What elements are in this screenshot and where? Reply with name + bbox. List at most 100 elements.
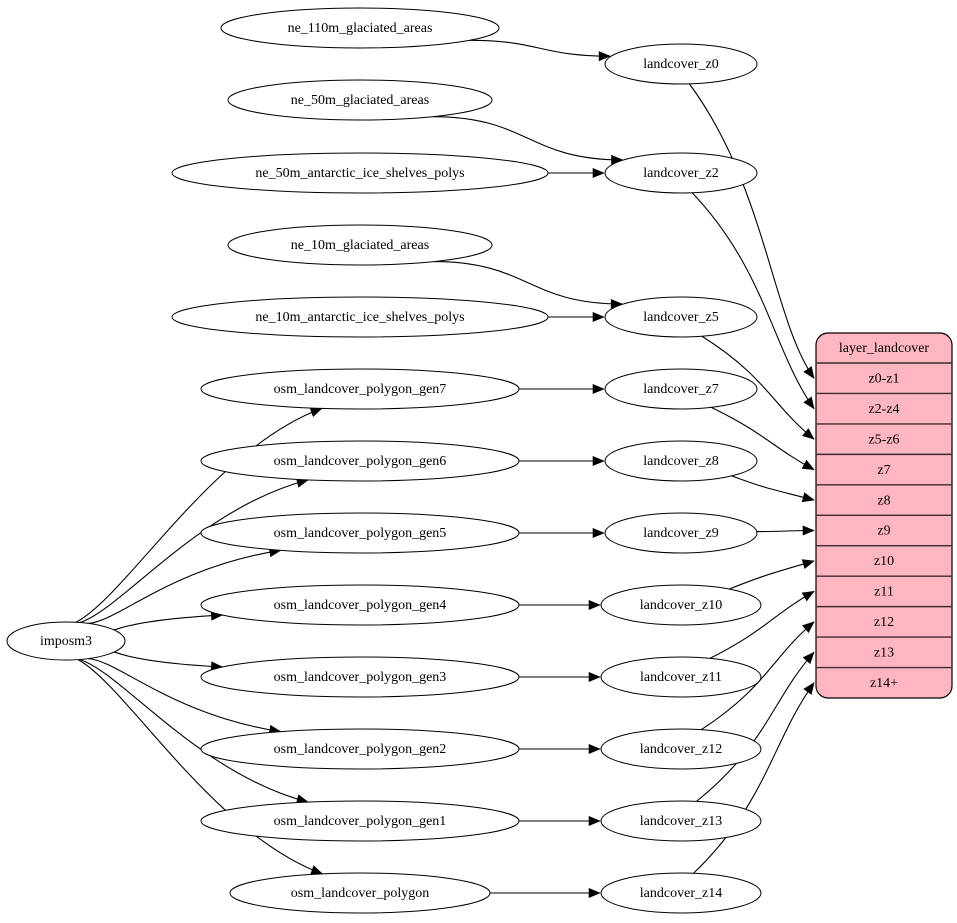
node-osm-landcover-polygon-gen1[interactable]: osm_landcover_polygon_gen1 xyxy=(200,800,520,842)
node-ne-110m-glaciated-areas[interactable]: ne_110m_glaciated_areas xyxy=(220,7,500,49)
node-landcover-z2[interactable]: landcover_z2 xyxy=(604,152,758,194)
node-shape-ellipse xyxy=(229,872,491,914)
edge-path xyxy=(75,407,323,623)
node-shape-ellipse xyxy=(200,800,520,842)
arrow-head xyxy=(802,525,815,536)
node-osm-landcover-polygon-gen5[interactable]: osm_landcover_polygon_gen5 xyxy=(200,512,520,554)
node-shape-ellipse xyxy=(227,224,493,266)
edge-path xyxy=(728,560,815,590)
arrow-head xyxy=(803,396,815,410)
arrow-head xyxy=(598,51,611,62)
edge-landcover-z8-to-row-z8 xyxy=(731,475,815,503)
arrow-head xyxy=(592,383,605,395)
edge-path xyxy=(731,475,815,501)
node-shape-ellipse xyxy=(200,368,520,410)
node-shape-ellipse xyxy=(220,7,500,49)
edge-ne-110m-glaciated-areas-to-landcover-z0 xyxy=(469,39,611,62)
node-landcover-z0[interactable]: landcover_z0 xyxy=(604,43,758,85)
node-shape-ellipse xyxy=(600,872,762,914)
edge-path xyxy=(711,406,815,471)
arrow-head xyxy=(801,492,815,503)
edge-path xyxy=(77,659,323,875)
arrow-head xyxy=(802,651,815,665)
node-landcover-z8[interactable]: landcover_z8 xyxy=(604,440,758,482)
arrow-head xyxy=(592,311,605,323)
node-ne-50m-antarctic-ice-shelves-polys[interactable]: ne_50m_antarctic_ice_shelves_polys xyxy=(171,152,549,194)
edge-landcover-z14-to-row-z14 xyxy=(693,682,815,874)
node-landcover-z14[interactable]: landcover_z14 xyxy=(600,872,762,914)
node-osm-landcover-polygon-gen4[interactable]: osm_landcover_polygon_gen4 xyxy=(200,584,520,626)
node-shape-ellipse xyxy=(171,296,549,338)
edge-osm-landcover-polygon-gen6-to-landcover-z8 xyxy=(519,455,605,467)
node-shape-ellipse xyxy=(604,368,758,410)
node-ne-10m-glaciated-areas[interactable]: ne_10m_glaciated_areas xyxy=(227,224,493,266)
edge-osm-landcover-polygon-to-landcover-z14 xyxy=(489,887,601,899)
edge-path xyxy=(700,621,815,731)
edge-landcover-z0-to-row-z0-z1 xyxy=(688,83,815,379)
edge-path xyxy=(79,658,309,803)
node-shape-ellipse xyxy=(600,728,762,770)
node-shape-ellipse xyxy=(600,656,762,698)
arrow-head xyxy=(802,428,815,440)
edge-path xyxy=(433,116,623,161)
arrow-head xyxy=(309,407,323,418)
node-osm-landcover-polygon-gen6[interactable]: osm_landcover_polygon_gen6 xyxy=(200,440,520,482)
edge-landcover-z7-to-row-z7 xyxy=(711,406,815,471)
node-imposm3[interactable]: imposm3 xyxy=(6,621,126,661)
edge-landcover-z5-to-row-z5-z6 xyxy=(701,335,815,440)
arrow-head xyxy=(801,591,815,602)
node-ne-10m-antarctic-ice-shelves-polys[interactable]: ne_10m_antarctic_ice_shelves_polys xyxy=(171,296,549,338)
arrow-head xyxy=(592,167,605,179)
node-landcover-z10[interactable]: landcover_z10 xyxy=(600,584,762,626)
node-shape-ellipse xyxy=(604,440,758,482)
node-shape-ellipse xyxy=(200,440,520,482)
edge-imposm3-to-osm-landcover-polygon-gen4 xyxy=(110,610,224,631)
node-landcover-z5[interactable]: landcover_z5 xyxy=(604,296,758,338)
edge-path xyxy=(688,83,815,379)
arrow-head xyxy=(803,682,815,695)
node-shape-ellipse xyxy=(200,728,520,770)
edge-landcover-z10-to-row-z10 xyxy=(728,559,815,590)
edge-path xyxy=(469,39,611,57)
edge-path xyxy=(696,651,815,802)
edge-path xyxy=(110,614,223,631)
node-landcover-z7[interactable]: landcover_z7 xyxy=(604,368,758,410)
edge-osm-landcover-polygon-gen3-to-landcover-z11 xyxy=(519,671,601,683)
node-osm-landcover-polygon[interactable]: osm_landcover_polygon xyxy=(229,872,491,914)
edge-osm-landcover-polygon-gen2-to-landcover-z12 xyxy=(518,743,601,755)
node-shape-ellipse xyxy=(604,43,758,85)
arrow-head xyxy=(592,455,605,467)
edge-osm-landcover-polygon-gen5-to-landcover-z9 xyxy=(519,527,605,539)
arrow-head xyxy=(588,671,601,683)
node-shape-ellipse xyxy=(200,584,520,626)
node-landcover-z13[interactable]: landcover_z13 xyxy=(600,800,762,842)
node-landcover-z12[interactable]: landcover_z12 xyxy=(600,728,762,770)
record-table-layer-landcover[interactable]: layer_landcoverz0-z1z2-z4z5-z6z7z8z9z10z… xyxy=(815,332,953,699)
edge-ne-50m-antarctic-ice-shelves-polys-to-landcover-z2 xyxy=(548,167,605,179)
node-osm-landcover-polygon-gen7[interactable]: osm_landcover_polygon_gen7 xyxy=(200,368,520,410)
edge-ne-10m-antarctic-ice-shelves-polys-to-landcover-z5 xyxy=(548,311,605,323)
arrow-head xyxy=(310,865,324,875)
edge-landcover-z12-to-row-z12 xyxy=(700,621,815,731)
node-shape-ellipse xyxy=(200,656,520,698)
arrow-head xyxy=(801,459,815,470)
node-shape-ellipse xyxy=(600,800,762,842)
node-osm-landcover-polygon-gen3[interactable]: osm_landcover_polygon_gen3 xyxy=(200,656,520,698)
edge-path xyxy=(701,335,815,440)
arrow-head xyxy=(588,815,601,827)
node-shape-ellipse xyxy=(604,512,758,554)
arrow-head xyxy=(588,887,601,899)
edge-path xyxy=(87,658,281,733)
node-shape-ellipse xyxy=(6,621,126,661)
node-osm-landcover-polygon-gen2[interactable]: osm_landcover_polygon_gen2 xyxy=(200,728,520,770)
node-ne-50m-glaciated-areas[interactable]: ne_50m_glaciated_areas xyxy=(227,79,493,121)
edge-landcover-z9-to-row-z9 xyxy=(756,525,815,536)
node-landcover-z9[interactable]: landcover_z9 xyxy=(604,512,758,554)
arrow-head xyxy=(802,621,815,634)
node-shape-ellipse xyxy=(604,296,758,338)
arrow-head xyxy=(801,559,815,569)
node-landcover-z11[interactable]: landcover_z11 xyxy=(600,656,762,698)
node-shape-ellipse xyxy=(604,152,758,194)
nodes-layer: imposm3 ne_110m_glaciated_areas ne_50m_gla… xyxy=(6,7,762,914)
